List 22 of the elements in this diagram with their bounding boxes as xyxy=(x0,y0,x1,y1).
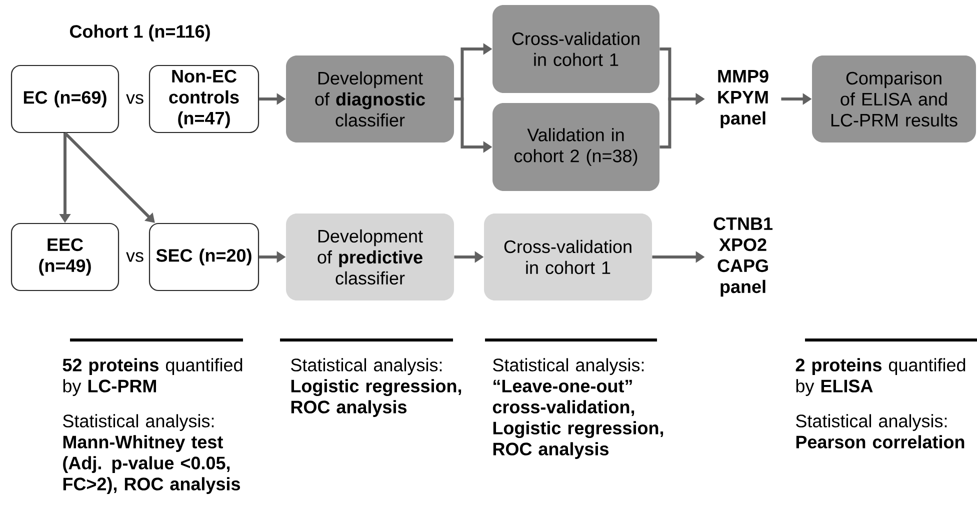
note-text: 52 proteins quantified by LC-PRM xyxy=(62,358,242,396)
process-box: Development of diagnostic classifier xyxy=(286,56,454,142)
note-text: Statistical analysis: “Leave-one-out” cross-validation, Logistic regression, ROC analysis xyxy=(492,358,664,459)
vs-text: vs xyxy=(126,252,144,262)
process-box: Development of predictive classifier xyxy=(286,214,454,300)
note-text: Statistical analysis: Pearson correlation xyxy=(796,414,964,448)
process-box: Cross-validation in cohort 1 xyxy=(492,5,660,93)
panel-text: CTNB1 XPO2 CAPG panel xyxy=(714,217,772,297)
arrow xyxy=(64,132,155,223)
group-heading: Cohort 1 (n=116) xyxy=(70,24,210,42)
outcome-box: EC (n=69) xyxy=(10,64,120,134)
outcome-box: SEC (n=20) xyxy=(148,222,260,292)
outcome-box: EEC (n=49) xyxy=(10,222,120,292)
note-text: Statistical analysis: Logistic regression, ROC analysis xyxy=(291,358,462,417)
process-box: Validation in cohort 2 (n=38) xyxy=(492,103,660,191)
note-text: Statistical analysis: Mann-Whitney test (Adj. p-value <0.05, FC>2), ROC analysis xyxy=(63,414,240,494)
process-box: Cross-validation in cohort 1 xyxy=(484,214,652,300)
note-text: 2 proteins quantified by ELISA xyxy=(796,358,966,396)
vs-text: vs xyxy=(126,94,144,104)
process-box: Comparison of ELISA and LC-PRM results xyxy=(812,56,976,142)
panel-text: MMP9 KPYM panel xyxy=(718,70,768,128)
outcome-box: Non-EC controls (n=47) xyxy=(148,64,260,134)
